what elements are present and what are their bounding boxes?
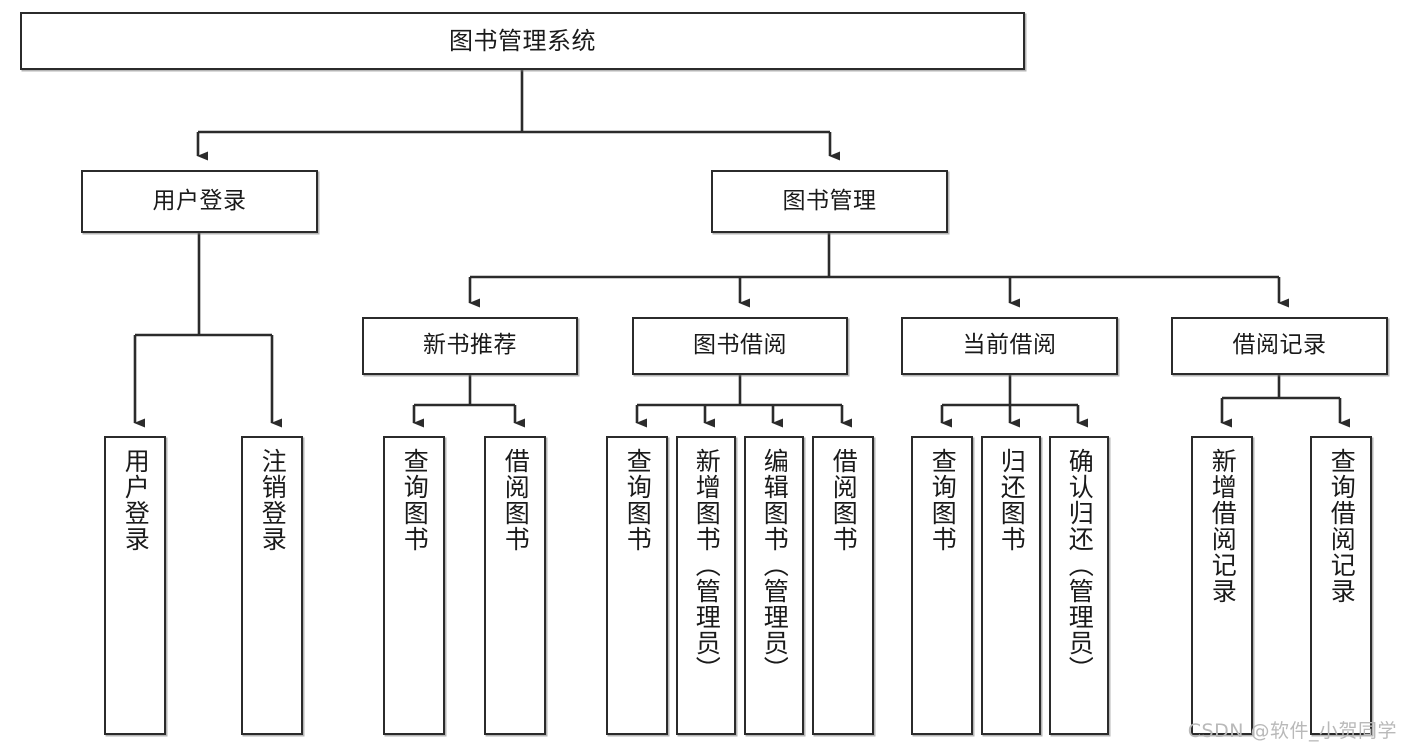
node-label: 查询图书: [928, 448, 958, 552]
leaf-book-borrow-edit-book-admin[interactable]: 编辑图书（管理员）: [744, 436, 804, 735]
leaf-new-book-borrow-books[interactable]: 借阅图书: [484, 436, 546, 735]
node-label: 用户登录: [121, 448, 151, 552]
node-label: 编辑图书（管理员）: [760, 448, 790, 682]
leaf-book-borrow-add-book-admin[interactable]: 新增图书（管理员）: [676, 436, 736, 735]
csdn-watermark: CSDN @软件_小贺同学: [1187, 720, 1397, 742]
node-label: 图书借阅: [693, 332, 787, 359]
node-current-borrowing[interactable]: 当前借阅: [901, 317, 1118, 375]
leaf-user-login-logout[interactable]: 注销登录: [241, 436, 303, 735]
leaf-current-borrow-query-books[interactable]: 查询图书: [911, 436, 973, 735]
node-label: 图书管理系统: [449, 26, 596, 55]
node-label: 查询图书: [623, 448, 653, 552]
node-label: 查询借阅记录: [1327, 448, 1357, 604]
leaf-current-borrow-return-books[interactable]: 归还图书: [981, 436, 1041, 735]
node-label: 查询图书: [400, 448, 430, 552]
node-label: 借阅记录: [1232, 332, 1327, 359]
node-user-login[interactable]: 用户登录: [81, 170, 318, 233]
node-label: 借阅图书: [829, 448, 859, 552]
leaf-book-borrow-query-books[interactable]: 查询图书: [606, 436, 668, 735]
node-label: 图书管理: [782, 187, 877, 214]
node-book-borrowing[interactable]: 图书借阅: [632, 317, 848, 375]
leaf-user-login-login[interactable]: 用户登录: [104, 436, 166, 735]
node-root-library-management-system[interactable]: 图书管理系统: [20, 12, 1025, 70]
node-label: 新增图书（管理员）: [692, 448, 722, 682]
node-book-management[interactable]: 图书管理: [711, 170, 948, 233]
node-label: 借阅图书: [501, 448, 531, 552]
node-label: 注销登录: [258, 448, 288, 552]
leaf-new-book-query-books[interactable]: 查询图书: [383, 436, 445, 735]
leaf-current-borrow-confirm-return-admin[interactable]: 确认归还（管理员）: [1049, 436, 1109, 735]
node-label: 当前借阅: [962, 332, 1057, 359]
node-label: 用户登录: [152, 187, 247, 214]
node-borrow-records[interactable]: 借阅记录: [1171, 317, 1388, 375]
node-label: 归还图书: [997, 448, 1027, 552]
node-label: 确认归还（管理员）: [1065, 448, 1095, 682]
node-label: 新书推荐: [423, 332, 517, 359]
node-label: 新增借阅记录: [1208, 448, 1238, 604]
leaf-borrow-record-query-record[interactable]: 查询借阅记录: [1310, 436, 1372, 735]
leaf-book-borrow-borrow-books[interactable]: 借阅图书: [812, 436, 874, 735]
node-new-book-recommendation[interactable]: 新书推荐: [362, 317, 578, 375]
leaf-borrow-record-add-record[interactable]: 新增借阅记录: [1191, 436, 1253, 735]
